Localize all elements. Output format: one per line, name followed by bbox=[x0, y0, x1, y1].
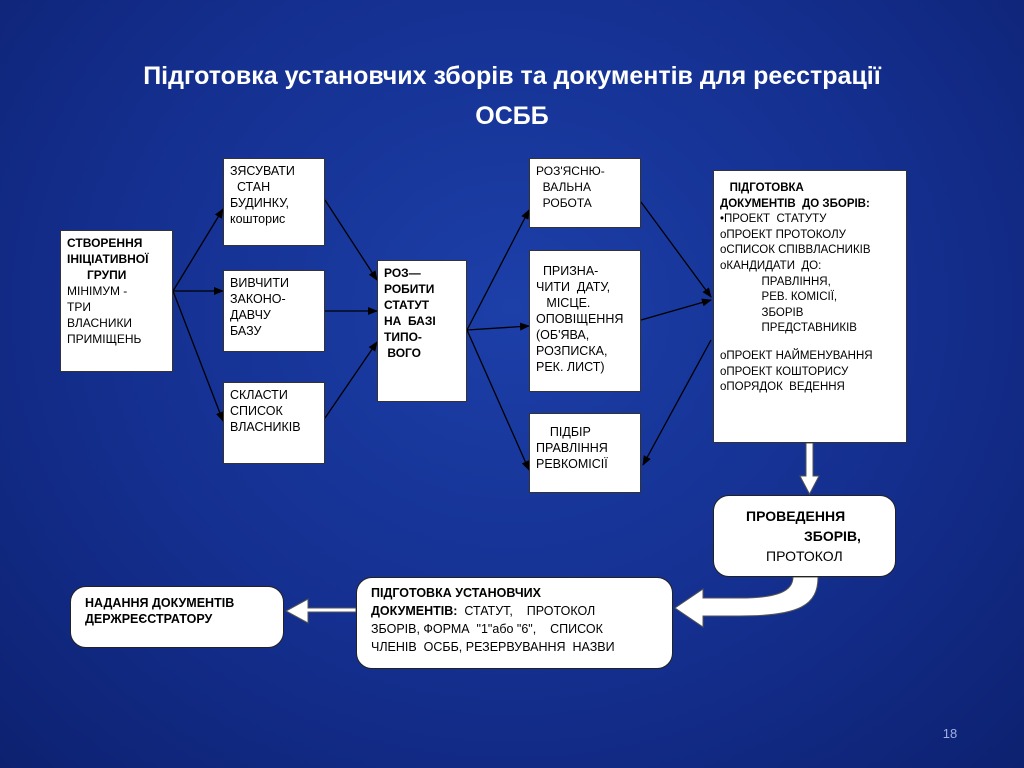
docs-title-line: ПІДГОТОВКА bbox=[720, 182, 804, 194]
box-initiative-group: СТВОРЕННЯ ІНІЦІАТИВНОЇ ГРУПИ МІНІМУМ - Т… bbox=[60, 230, 173, 372]
box-prepare-founding-documents: ПІДГОТОВКА УСТАНОВЧИХ ДОКУМЕНТІВ: СТАТУТ… bbox=[356, 577, 673, 669]
date-line: РЕК. ЛИСТ) bbox=[536, 360, 605, 374]
box-develop-statute: РОЗ— РОБИТИ СТАТУТ НА БАЗІ ТИПО- ВОГО bbox=[377, 260, 467, 402]
docs-item: ПРАВЛІННЯ, bbox=[720, 275, 831, 288]
board-line: ПІДБІР bbox=[536, 425, 591, 439]
registrar-line: НАДАННЯ ДОКУМЕНТІВ bbox=[85, 596, 235, 610]
group-title-line: ГРУПИ bbox=[67, 268, 127, 282]
arrow-founding-docs-to-registrar bbox=[284, 598, 357, 624]
group-text-line: ВЛАСНИКИ bbox=[67, 316, 133, 330]
founding-docs-line: ДОКУМЕНТІВ: СТАТУТ, ПРОТОКОЛ bbox=[371, 602, 658, 620]
statute-line: ВОГО bbox=[384, 346, 422, 360]
statute-line: НА БАЗІ bbox=[384, 314, 436, 328]
box-owners-list: СКЛАСТИ СПИСОК ВЛАСНИКІВ bbox=[223, 382, 325, 464]
arrow-statute-to-board bbox=[466, 329, 530, 471]
find-state-line: БУДИНКУ, bbox=[230, 196, 289, 210]
group-text-line: ТРИ bbox=[67, 300, 91, 314]
explain-line: ВАЛЬНА bbox=[536, 180, 591, 194]
find-state-line: СТАН bbox=[230, 180, 271, 194]
docs-item: oПРОЕКТ КОШТОРИСУ bbox=[720, 365, 849, 378]
board-line: ПРАВЛІННЯ bbox=[536, 441, 608, 455]
founding-docs-bold: ДОКУМЕНТІВ: bbox=[371, 604, 458, 618]
arrow-docs-to-board bbox=[642, 339, 712, 466]
docs-item: oСПИСОК СПІВВЛАСНИКІВ bbox=[720, 244, 871, 257]
arrow-meeting-to-founding-docs bbox=[674, 576, 819, 628]
explain-line: РОБОТА bbox=[536, 196, 592, 210]
docs-item: oПРОЕКТ ПРОТОКОЛУ bbox=[720, 228, 846, 241]
owners-list-line: СКЛАСТИ bbox=[230, 388, 288, 402]
box-find-building-state: ЗЯСУВАТИ СТАН БУДИНКУ, кошторис bbox=[223, 158, 325, 246]
docs-item: oПОРЯДОК ВЕДЕННЯ bbox=[720, 381, 845, 394]
docs-title-line: ДОКУМЕНТІВ ДО ЗБОРІВ: bbox=[720, 197, 870, 210]
arrow-state-to-statute bbox=[324, 199, 378, 281]
find-state-line: ЗЯСУВАТИ bbox=[230, 164, 295, 178]
slide-title-line2: ОСББ bbox=[475, 102, 549, 130]
arrow-group-to-state bbox=[172, 208, 224, 292]
docs-item: •ПРОЕКТ СТАТУТУ bbox=[720, 213, 827, 226]
box-prepare-meeting-documents: ПІДГОТОВКА ДОКУМЕНТІВ ДО ЗБОРІВ: •ПРОЕКТ… bbox=[713, 170, 907, 443]
date-line: ОПОВІЩЕННЯ bbox=[536, 312, 624, 326]
study-law-line: БАЗУ bbox=[230, 324, 262, 338]
study-law-line: ЗАКОНО- bbox=[230, 292, 286, 306]
date-line: (ОБ'ЯВА, bbox=[536, 328, 590, 342]
meeting-line: ПРОТОКОЛ bbox=[766, 548, 843, 564]
study-law-line: ДАВЧУ bbox=[230, 308, 271, 322]
arrow-group-to-list bbox=[172, 290, 224, 422]
group-text-line: ПРИМІЩЕНЬ bbox=[67, 332, 142, 346]
box-select-board: ПІДБІР ПРАВЛІННЯ РЕВКОМІСІЇ bbox=[529, 413, 641, 493]
docs-item bbox=[720, 337, 900, 349]
statute-line: ТИПО- bbox=[384, 330, 422, 344]
date-line: ПРИЗНА- bbox=[536, 264, 599, 278]
arrow-list-to-statute bbox=[324, 341, 378, 419]
box-study-law: ВИВЧИТИ ЗАКОНО- ДАВЧУ БАЗУ bbox=[223, 270, 325, 352]
study-law-line: ВИВЧИТИ bbox=[230, 276, 290, 290]
box-explanatory-work: РОЗ'ЯСНЮ- ВАЛЬНА РОБОТА bbox=[529, 158, 641, 228]
docs-item: oПРОЕКТ НАЙМЕНУВАННЯ bbox=[720, 349, 873, 362]
arrow-explain-to-docs bbox=[640, 201, 712, 298]
group-title-line: СТВОРЕННЯ bbox=[67, 236, 143, 250]
docs-item: oКАНДИДАТИ ДО: bbox=[720, 259, 822, 272]
statute-line: РОБИТИ bbox=[384, 282, 435, 296]
owners-list-line: ВЛАСНИКІВ bbox=[230, 420, 301, 434]
box-hold-meeting: ПРОВЕДЕННЯ ЗБОРІВ, ПРОТОКОЛ bbox=[713, 495, 896, 577]
group-title-line: ІНІЦІАТИВНОЇ bbox=[67, 252, 149, 266]
docs-item: ПРЕДСТАВНИКІВ bbox=[720, 322, 857, 335]
statute-line: РОЗ— bbox=[384, 266, 421, 280]
arrow-statute-to-explain bbox=[466, 209, 530, 331]
arrow-statute-to-date bbox=[466, 322, 530, 331]
slide-title: Підготовка установчих зборів та документ… bbox=[40, 56, 984, 136]
docs-item: РЕВ. КОМІСІЇ, bbox=[720, 291, 838, 304]
arrow-date-to-docs bbox=[640, 298, 712, 321]
arrow-docs-to-meeting bbox=[799, 442, 820, 496]
founding-docs-line: ПІДГОТОВКА УСТАНОВЧИХ bbox=[371, 586, 541, 600]
date-line: МІСЦЕ. bbox=[536, 296, 591, 310]
date-line: ЧИТИ ДАТУ, bbox=[536, 280, 611, 294]
founding-docs-line: ЗБОРІВ, ФОРМА "1"або "6", СПИСОК bbox=[371, 622, 603, 636]
owners-list-line: СПИСОК bbox=[230, 404, 283, 418]
meeting-line: ЗБОРІВ, bbox=[804, 528, 861, 544]
statute-line: СТАТУТ bbox=[384, 298, 430, 312]
explain-line: РОЗ'ЯСНЮ- bbox=[536, 164, 605, 178]
docs-item: ЗБОРІВ bbox=[720, 306, 804, 319]
registrar-line: ДЕРЖРЕЄСТРАТОРУ bbox=[85, 612, 213, 626]
date-line: РОЗПИСКА, bbox=[536, 344, 608, 358]
page-number: 18 bbox=[942, 726, 958, 741]
founding-docs-line: ЧЛЕНІВ ОСББ, РЕЗЕРВУВАННЯ НАЗВИ bbox=[371, 640, 615, 654]
founding-docs-text: СТАТУТ, ПРОТОКОЛ bbox=[457, 604, 596, 618]
board-line: РЕВКОМІСІЇ bbox=[536, 457, 608, 471]
slide-title-line1: Підготовка установчих зборів та документ… bbox=[143, 62, 881, 90]
box-set-date-place: ПРИЗНА- ЧИТИ ДАТУ, МІСЦЕ. ОПОВІЩЕННЯ (ОБ… bbox=[529, 250, 641, 392]
group-text-line: МІНІМУМ - bbox=[67, 284, 128, 298]
box-submit-to-registrar: НАДАННЯ ДОКУМЕНТІВ ДЕРЖРЕЄСТРАТОРУ bbox=[70, 586, 284, 648]
meeting-line: ПРОВЕДЕННЯ bbox=[746, 508, 846, 524]
find-state-line: кошторис bbox=[230, 212, 286, 226]
